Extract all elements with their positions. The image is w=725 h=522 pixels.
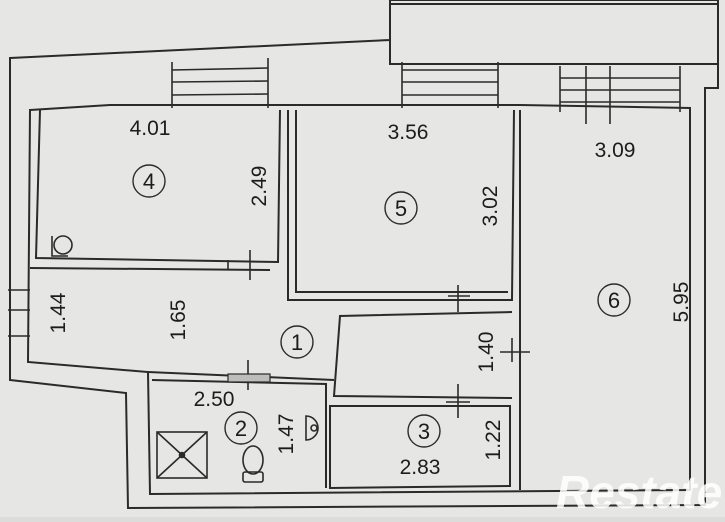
dim-room6-width: 3.09 [595, 139, 636, 162]
room-badge-4: 4 [132, 164, 166, 198]
boiler-icon [51, 235, 73, 257]
dim-room5-height: 3.02 [479, 186, 502, 227]
dim-hall-right-height: 1.40 [475, 332, 498, 373]
dim-room4-width: 4.01 [130, 117, 171, 140]
window-room5 [401, 62, 499, 108]
window-hall [8, 289, 30, 337]
dim-room2-height: 1.47 [275, 414, 298, 455]
room-badge-1: 1 [280, 325, 314, 359]
svg-text:2: 2 [235, 416, 247, 441]
sink-icon [305, 415, 319, 441]
svg-text:4: 4 [143, 169, 155, 194]
dim-room5-width: 3.56 [388, 121, 429, 144]
balcony [389, 3, 719, 65]
room-badge-6: 6 [597, 283, 631, 317]
ventilation-grille [227, 373, 271, 383]
svg-text:3: 3 [418, 419, 430, 444]
svg-text:5: 5 [395, 196, 407, 221]
door-markers [227, 250, 530, 418]
dim-room4-height: 2.49 [248, 166, 271, 207]
interior-walls [29, 109, 521, 490]
toilet-icon [242, 445, 264, 483]
dim-room3-width: 2.83 [400, 456, 441, 479]
inner-wall [26, 104, 691, 496]
watermark-logo: Restate [556, 466, 722, 517]
dim-room2-width: 2.50 [194, 388, 235, 411]
room-badge-3: 3 [407, 414, 441, 448]
room-badge-5: 5 [384, 191, 418, 225]
room-badge-2: 2 [224, 411, 258, 445]
svg-text:6: 6 [608, 288, 620, 313]
dim-room6-height: 5.95 [670, 282, 693, 323]
window-room4 [171, 58, 269, 108]
dim-hall-mid-height: 1.65 [167, 300, 190, 341]
dim-room3-height: 1.22 [482, 420, 505, 461]
window-room6 [559, 66, 681, 124]
shower-tray-icon [156, 431, 208, 479]
svg-text:1: 1 [291, 330, 303, 355]
dim-hall-left-height: 1.44 [47, 292, 70, 333]
